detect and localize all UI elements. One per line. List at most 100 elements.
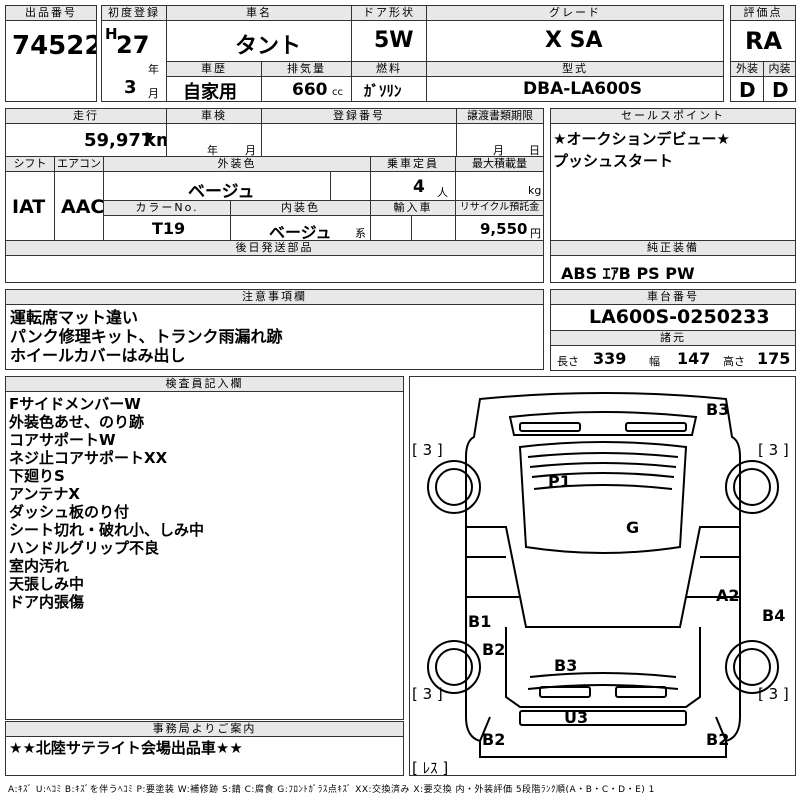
- inspector-line: コアサポートW: [9, 431, 116, 449]
- inspector-line: 外装色あせ、のり跡: [9, 413, 145, 431]
- spare-tire: [ ﾚｽ ]: [412, 759, 448, 776]
- history: 自家用: [183, 82, 237, 102]
- inspector-header: 検査員記入欄: [5, 376, 404, 392]
- notes-cell: 運転席マット違い パンク修理キット、トランク雨漏れ跡 ホイールカバーはみ出し: [5, 304, 544, 370]
- inspector-line: アンテナX: [9, 485, 80, 503]
- note-line: ホイールカバーはみ出し: [10, 346, 186, 365]
- capacity: 4: [413, 177, 425, 197]
- inspection-cell: 年 月: [166, 123, 262, 157]
- recycle-cell: 9,550 円: [455, 215, 544, 241]
- recycle-unit: 円: [530, 227, 541, 240]
- mark-b3-roof: B3: [706, 400, 729, 419]
- aircon-cell: AAC: [54, 171, 104, 241]
- door-type: 5W: [374, 28, 414, 53]
- color-no-header: カラーNo.: [103, 200, 231, 216]
- chassis-no: LA600S-0250233: [589, 306, 770, 328]
- interior-color: ベージュ: [269, 223, 332, 241]
- shift: IAT: [12, 196, 46, 218]
- exterior-color: ベージュ: [188, 182, 255, 201]
- car-name-header: 車名: [166, 5, 352, 21]
- fuel-cell: ｶﾞｿﾘﾝ: [351, 76, 427, 102]
- first-reg-header: 初度登録: [101, 5, 167, 21]
- sales-point-header: セールスポイント: [550, 108, 796, 124]
- mark-u3: U3: [564, 708, 588, 727]
- door-header: ドア形状: [351, 5, 427, 21]
- width: 147: [677, 349, 711, 368]
- office-note: ★★北陸サテライト会場出品車★★: [9, 739, 243, 757]
- inspector-line: シート切れ・破れ小、しみ中: [9, 521, 205, 539]
- inspection-year-unit: 年: [207, 144, 218, 157]
- model-code-header: 型式: [426, 61, 724, 77]
- aircon-header: エアコン: [54, 156, 104, 172]
- recycle-header: リサイクル預託金: [455, 200, 544, 216]
- max-load-cell: kg: [455, 171, 544, 201]
- displacement: 660: [292, 80, 328, 100]
- car-name: タント: [235, 34, 302, 59]
- reg-year: 27: [116, 31, 150, 59]
- sales-point-line: ★オークションデビュー★: [553, 130, 730, 148]
- exterior-score-cell: D: [730, 76, 764, 102]
- length-label: 長さ: [557, 355, 579, 368]
- lot-no-cell: 74522: [5, 20, 97, 102]
- height-label: 高さ: [723, 355, 745, 368]
- era: H: [105, 25, 118, 43]
- equipment-header: 純正装備: [550, 240, 796, 256]
- transfer-header: 譲渡書類期限: [456, 108, 544, 124]
- interior-score-header: 内装: [763, 61, 796, 77]
- exterior-score: D: [739, 78, 756, 102]
- later-parts-header: 後日発送部品: [5, 240, 544, 256]
- legend: A:ｷｽﾞ U:ﾍｺﾐ B:ｷｽﾞを伴うﾍｺﾐ P:要塗装 W:補修跡 S:錆 …: [8, 785, 655, 795]
- capacity-header: 乗車定員: [370, 156, 456, 172]
- car-diagram: B3 P1 G A2 B4 B1 B2 B3 U3 B2 B2 [ 3 ] [ …: [409, 376, 796, 776]
- fuel-header: 燃料: [351, 61, 427, 77]
- mark-b2-rear-right: B2: [706, 730, 729, 749]
- specs-cell: 長さ 339 幅 147 高さ 175: [550, 345, 796, 371]
- exterior-color-sub: [330, 171, 371, 201]
- transfer-day-unit: 日: [529, 144, 540, 157]
- tire-front-right: [ 3 ]: [758, 441, 789, 459]
- inspector-line: ドア内張傷: [9, 593, 85, 611]
- width-label: 幅: [649, 355, 660, 368]
- month-unit: 月: [148, 87, 159, 100]
- reg-month: 3: [124, 77, 137, 98]
- score-cell: RA: [730, 20, 796, 62]
- car-name-cell: タント: [166, 20, 352, 62]
- inspector-line: ハンドルグリップ不良: [9, 539, 160, 557]
- mark-a2: A2: [716, 586, 740, 605]
- model-code-cell: DBA-LA600S: [426, 76, 724, 102]
- history-header: 車歴: [166, 61, 262, 77]
- exterior-score-header: 外装: [730, 61, 764, 77]
- height: 175: [757, 349, 791, 368]
- first-reg-cell: H 27 年 3 月: [101, 20, 167, 102]
- inspection-month-unit: 月: [245, 144, 256, 157]
- mark-b2-left: B2: [482, 640, 505, 659]
- inspection-header: 車検: [166, 108, 262, 124]
- history-cell: 自家用: [166, 76, 262, 102]
- office-cell: ★★北陸サテライト会場出品車★★: [5, 736, 404, 776]
- recycle-fee: 9,550: [480, 220, 528, 238]
- year-unit: 年: [148, 63, 159, 76]
- capacity-unit: 人: [437, 186, 448, 199]
- displacement-unit: cc: [332, 87, 343, 98]
- reg-no-cell: [261, 123, 457, 157]
- mark-b1: B1: [468, 612, 491, 631]
- inspector-cell: FサイドメンバーW 外装色あせ、のり跡 コアサポートW ネジ止コアサポートXX …: [5, 391, 404, 720]
- mileage-header: 走行: [5, 108, 167, 124]
- shift-header: シフト: [5, 156, 55, 172]
- chassis-header: 車台番号: [550, 289, 796, 305]
- car-diagram-svg: B3 P1 G A2 B4 B1 B2 B3 U3 B2 B2 [ 3 ] [ …: [412, 392, 789, 776]
- mark-g: G: [626, 518, 639, 537]
- shift-cell: IAT: [5, 171, 55, 241]
- color-no: T19: [152, 219, 186, 238]
- tire-rear-left: [ 3 ]: [412, 685, 443, 703]
- note-line: パンク修理キット、トランク雨漏れ跡: [10, 327, 283, 346]
- length: 339: [593, 349, 627, 368]
- inspector-line: 天張しみ中: [9, 575, 85, 593]
- equipment-cell: ABS ｴｱB PS PW: [550, 255, 796, 283]
- max-load-header: 最大積載量: [455, 156, 544, 172]
- import-header: 輸入車: [370, 200, 456, 216]
- inspector-line: 下廻りS: [9, 467, 65, 485]
- displacement-cell: 660 cc: [261, 76, 352, 102]
- transfer-cell: 月 日: [456, 123, 544, 157]
- inspector-line: FサイドメンバーW: [9, 395, 141, 413]
